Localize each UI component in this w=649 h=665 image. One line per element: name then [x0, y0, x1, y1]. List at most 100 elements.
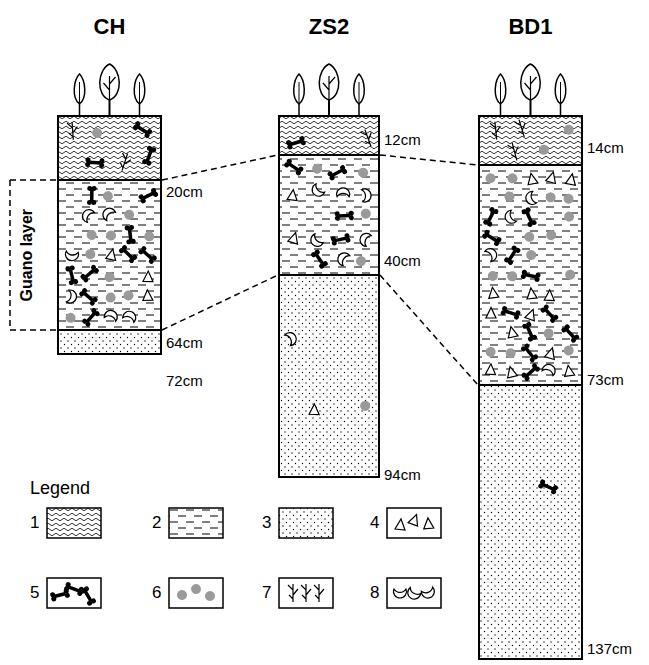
shell-symbol — [308, 233, 324, 249]
legend-number: 3 — [262, 513, 271, 533]
tri-symbol — [544, 347, 556, 360]
bone-symbol — [285, 135, 306, 150]
bone-symbol — [137, 245, 157, 265]
tri-symbol — [562, 364, 574, 377]
circle-symbol — [563, 210, 576, 223]
circle-symbol — [84, 248, 97, 261]
circle-symbol — [503, 190, 517, 204]
legend-swatch — [168, 577, 224, 609]
bone-symbol — [142, 145, 157, 166]
legend-swatch — [386, 577, 442, 609]
depth-label: 40cm — [384, 252, 421, 269]
bone-symbol — [283, 158, 304, 176]
legend-swatch — [46, 507, 102, 539]
legend-swatch — [278, 507, 334, 539]
tri-symbol — [308, 404, 319, 416]
legend-number: 5 — [30, 583, 39, 603]
bone-symbol — [132, 121, 153, 139]
depth-label: 64cm — [166, 334, 203, 351]
tri-symbol — [142, 271, 153, 283]
tri-symbol — [422, 517, 434, 530]
bone-symbol — [79, 585, 97, 606]
section-column: ZS2 — [278, 115, 380, 478]
sand-layer — [57, 330, 162, 355]
tri-symbol — [525, 172, 538, 185]
shell-symbol — [542, 362, 558, 376]
bone-symbol — [330, 233, 351, 246]
legend-number: 2 — [152, 513, 161, 533]
correlation-line — [380, 155, 478, 165]
circle-symbol — [562, 193, 574, 205]
bone-symbol — [81, 307, 101, 328]
root-symbol — [490, 121, 502, 140]
root-symbol — [507, 142, 521, 162]
sand-layer — [478, 385, 583, 660]
soil-layer — [57, 115, 162, 180]
circle-symbol — [359, 400, 371, 412]
circle-symbol — [562, 344, 575, 357]
root-symbol — [514, 118, 529, 138]
layer-boundary — [278, 274, 380, 276]
shell-symbol — [405, 587, 421, 601]
circle-symbol — [103, 270, 117, 284]
shell-symbol — [284, 330, 298, 346]
circle-symbol — [104, 229, 117, 242]
shell-symbol — [394, 589, 407, 598]
shell-symbol — [80, 207, 95, 223]
legend-number: 4 — [370, 513, 379, 533]
section-column: BD1 — [478, 115, 583, 660]
vegetation-icon — [294, 64, 365, 115]
circle-symbol — [544, 191, 557, 204]
shell-symbol — [361, 188, 371, 202]
stratigraphic-column — [478, 115, 583, 660]
tri-symbol — [141, 289, 152, 301]
bone-symbol — [500, 305, 521, 320]
guano-layer — [278, 155, 380, 275]
correlation-line — [162, 155, 278, 180]
circle-symbol — [483, 171, 497, 185]
bone-symbol — [538, 479, 559, 495]
bone-symbol — [335, 211, 354, 221]
legend-swatch — [46, 577, 102, 609]
circle-symbol — [563, 268, 577, 282]
circle-symbol — [360, 208, 372, 220]
circle-symbol — [144, 231, 154, 241]
layer-boundary — [478, 164, 583, 166]
stratigraphic-column — [278, 115, 380, 478]
tri-symbol — [287, 189, 297, 200]
circle-symbol — [537, 143, 551, 157]
circle-symbol — [505, 269, 519, 283]
circle-symbol — [64, 311, 77, 324]
circle-symbol — [562, 123, 576, 137]
depth-label: 20cm — [166, 183, 203, 200]
root-symbol — [288, 584, 298, 602]
bone-symbol — [124, 225, 136, 245]
shell-symbol — [335, 250, 350, 266]
circle-symbol — [190, 583, 203, 596]
circle-symbol — [176, 589, 188, 601]
column-title: CH — [29, 14, 190, 40]
root-symbol — [117, 152, 132, 172]
circle-symbol — [524, 248, 538, 262]
depth-label: 137cm — [587, 640, 632, 657]
circle-symbol — [544, 228, 558, 242]
shell-symbol — [485, 246, 500, 262]
circle-symbol — [505, 348, 516, 359]
tri-symbol — [504, 365, 517, 379]
shell-symbol — [421, 587, 436, 600]
depth-label: 73cm — [587, 371, 624, 388]
tri-symbol — [525, 308, 537, 321]
tri-symbol — [485, 307, 496, 319]
bone-symbol — [539, 304, 559, 324]
bone-symbol — [78, 287, 99, 307]
legend-number: 6 — [152, 583, 161, 603]
layer-boundary — [478, 384, 583, 386]
root-symbol — [360, 128, 376, 148]
bone-symbol — [482, 206, 499, 227]
shell-symbol — [122, 309, 137, 322]
depth-label: 94cm — [384, 466, 421, 483]
legend-swatch — [386, 507, 442, 539]
tri-symbol — [525, 287, 537, 300]
circle-symbol — [101, 189, 115, 203]
